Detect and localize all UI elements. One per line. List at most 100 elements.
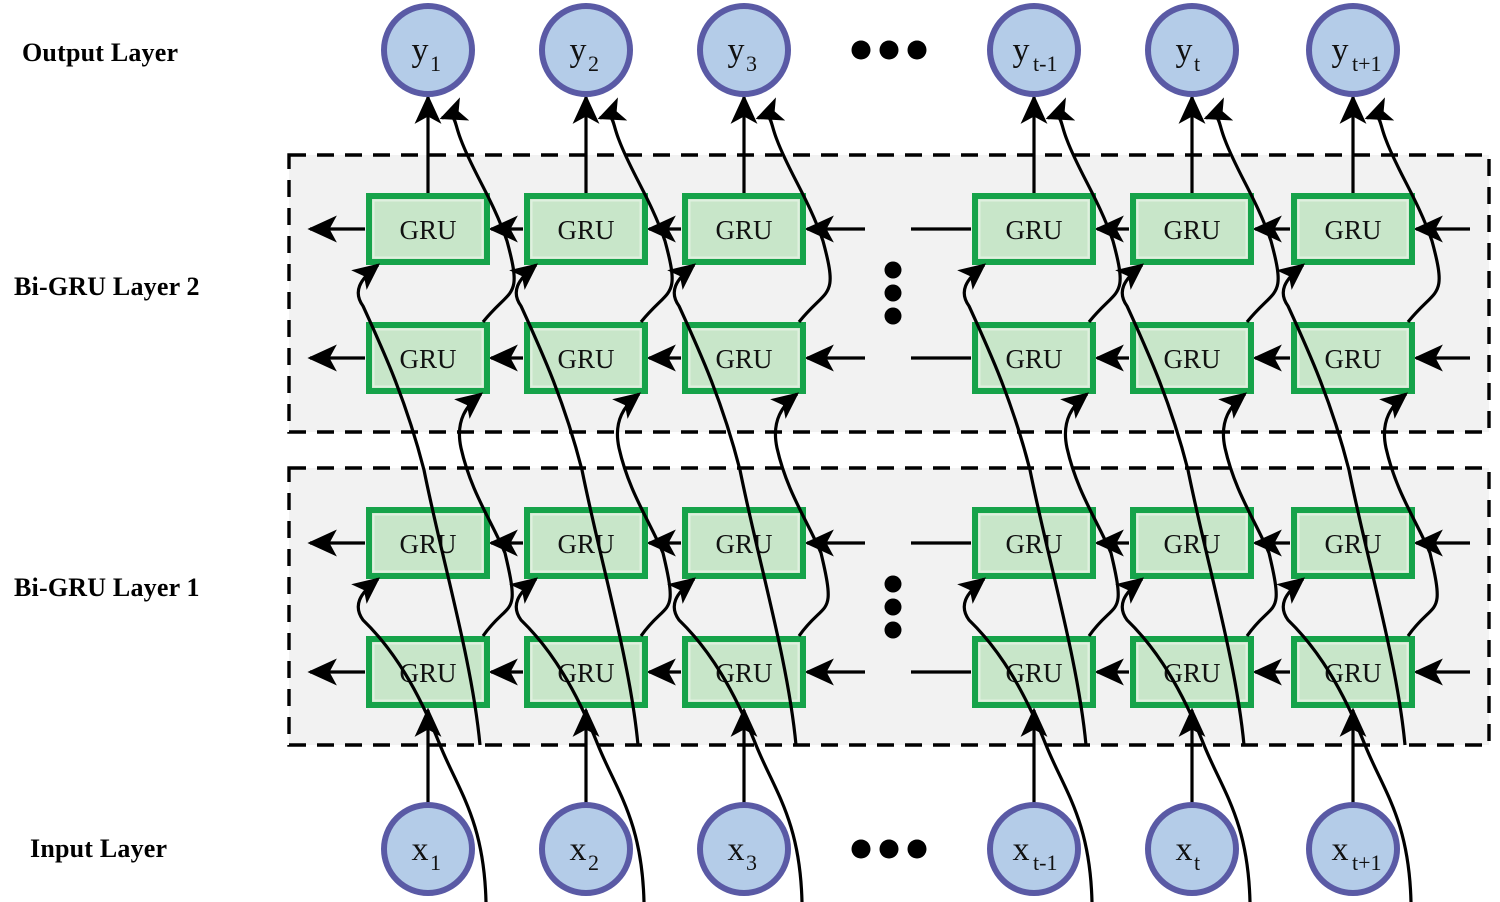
- output-node-label: y: [570, 32, 587, 69]
- edge-group-under: [307, 94, 1470, 803]
- layer2-to-output-curve: [597, 97, 674, 323]
- layer1-to-layer2-forward-curve: [770, 392, 830, 637]
- input-node-subscript: 3: [746, 850, 757, 875]
- forward-to-backward-curve-layer1: [351, 577, 488, 902]
- input-node-label: x: [1176, 831, 1193, 868]
- forward-to-backward-curve-layer2: [351, 263, 482, 746]
- gru-cell-label: GRU: [715, 344, 772, 374]
- edge-group-over: [351, 97, 1441, 902]
- forward-to-backward-curve-layer2: [1276, 263, 1407, 746]
- gru-cell: GRU: [1130, 193, 1254, 265]
- gru-cell-label: GRU: [1005, 658, 1062, 688]
- gru-cell-label: GRU: [715, 658, 772, 688]
- gru-cell-label: GRU: [399, 215, 456, 245]
- gru-cell: GRU: [682, 507, 806, 579]
- input-node-label: x: [1013, 831, 1030, 868]
- output-node-subscript: 1: [430, 51, 441, 76]
- input-node-subscript: t: [1194, 850, 1200, 875]
- output-node-subscript: 2: [588, 51, 599, 76]
- gru-cell-label: GRU: [1005, 529, 1062, 559]
- layer2-to-output-curve: [439, 97, 516, 323]
- gru-cell-label: GRU: [399, 658, 456, 688]
- forward-to-backward-curve-layer1: [1115, 577, 1252, 902]
- gru-cell-label: GRU: [1163, 215, 1220, 245]
- gru-cell: GRU: [524, 507, 648, 579]
- gru-cell-label: GRU: [557, 658, 614, 688]
- forward-to-backward-curve-layer1: [957, 577, 1094, 902]
- input-node-subscript: 1: [430, 850, 441, 875]
- gru-cell: GRU: [972, 193, 1096, 265]
- layer1-to-layer2-forward-curve: [454, 392, 514, 637]
- output-node-subscript: t-1: [1033, 51, 1057, 76]
- gru-cell: GRU: [682, 193, 806, 265]
- input-node-subscript: 2: [588, 850, 599, 875]
- forward-to-backward-curve-layer1: [1276, 577, 1413, 902]
- layer2-to-output-curve: [1045, 97, 1122, 323]
- gru-cell-label: GRU: [1005, 215, 1062, 245]
- gru-cell-label: GRU: [399, 344, 456, 374]
- layer1-to-layer2-forward-curve: [1379, 392, 1439, 637]
- gru-cell-label: GRU: [557, 529, 614, 559]
- bigru-layer-1-label: Bi-GRU Layer 1: [14, 573, 200, 602]
- output-node-label: y: [1013, 32, 1030, 69]
- gru-cell: GRU: [972, 322, 1096, 394]
- input-layer-label: Input Layer: [30, 834, 168, 863]
- bigru-layer-1-ellipsis: [884, 575, 902, 639]
- output-node-label: y: [1176, 32, 1193, 69]
- layer1-to-layer2-forward-curve: [1218, 392, 1278, 637]
- gru-cell-label: GRU: [715, 529, 772, 559]
- input-node-subscript: t+1: [1352, 850, 1382, 875]
- output-node-subscript: t: [1194, 51, 1200, 76]
- gru-cell: GRU: [524, 322, 648, 394]
- layer2-to-output-curve: [1364, 97, 1441, 323]
- layer2-to-output-curve: [1203, 97, 1280, 323]
- gru-cell-label: GRU: [557, 344, 614, 374]
- input-node-label: x: [728, 831, 745, 868]
- gru-cell: GRU: [1291, 507, 1415, 579]
- gru-cell-label: GRU: [1324, 529, 1381, 559]
- ellipsis-group: [851, 40, 927, 859]
- gru-cell: GRU: [366, 322, 490, 394]
- forward-to-backward-curve-layer2: [667, 263, 798, 746]
- layer1-to-layer2-forward-curve: [612, 392, 672, 637]
- output-node-label: y: [1332, 32, 1349, 69]
- gru-cell-label: GRU: [399, 529, 456, 559]
- output-node-label: y: [728, 32, 745, 69]
- forward-to-backward-curve-layer2: [509, 263, 640, 746]
- input-node-subscript: t-1: [1033, 850, 1057, 875]
- gru-cell-label: GRU: [1163, 344, 1220, 374]
- output-layer-ellipsis: [851, 40, 927, 60]
- gru-cell: GRU: [972, 507, 1096, 579]
- gru-cell: GRU: [524, 193, 648, 265]
- gru-cell: GRU: [1130, 507, 1254, 579]
- forward-to-backward-curve-layer1: [509, 577, 646, 902]
- gru-cell: GRU: [1130, 322, 1254, 394]
- bigru-layer-2-ellipsis: [884, 261, 902, 325]
- gru-cell-label: GRU: [1005, 344, 1062, 374]
- gru-cell-label: GRU: [1163, 658, 1220, 688]
- gru-cell-label: GRU: [715, 215, 772, 245]
- forward-to-backward-curve-layer2: [957, 263, 1088, 746]
- gru-cell: GRU: [366, 507, 490, 579]
- bigru-layer-2-label: Bi-GRU Layer 2: [14, 272, 200, 301]
- gru-cell-label: GRU: [1324, 344, 1381, 374]
- input-node-label: x: [570, 831, 587, 868]
- layer2-to-output-curve: [755, 97, 832, 323]
- forward-to-backward-curve-layer1: [667, 577, 804, 902]
- gru-cell: GRU: [682, 322, 806, 394]
- gru-cell-label: GRU: [557, 215, 614, 245]
- gru-cell-label: GRU: [1163, 529, 1220, 559]
